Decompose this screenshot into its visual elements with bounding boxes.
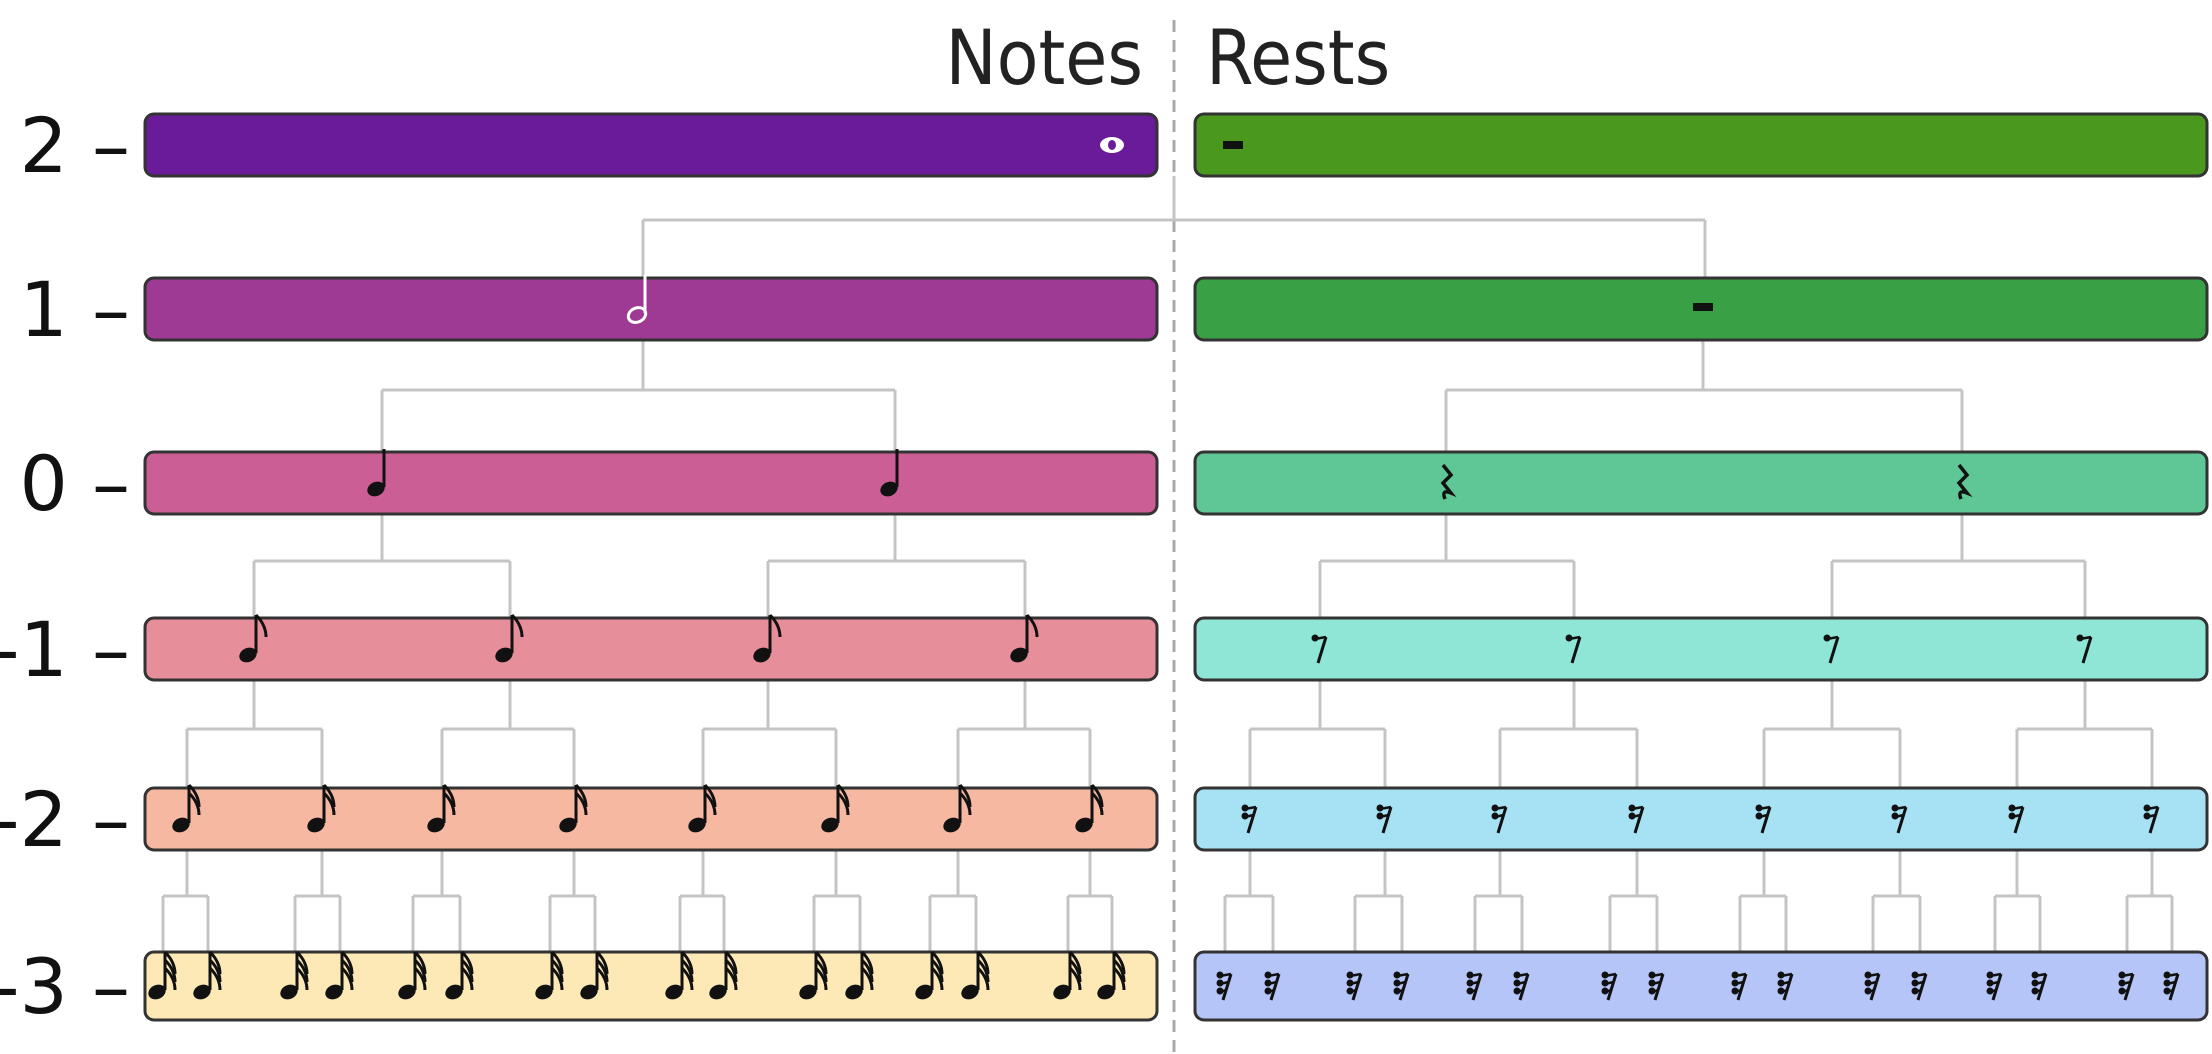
thirtysecond-rest-icon [2163, 971, 2180, 1001]
thirtysecond-note-icon [1053, 950, 1082, 1000]
rests-bar [1193, 950, 2209, 1022]
thirtysecond-rest-icon [1216, 971, 1233, 1001]
level-label: -2 – [0, 775, 130, 864]
level-row: 0 – [19, 439, 2209, 528]
sixteenth-note-icon [559, 783, 588, 833]
eighth-note-icon [239, 613, 268, 663]
thirtysecond-rest-icon [2031, 971, 2048, 1001]
level-row: -2 – [0, 775, 2209, 864]
thirtysecond-rest-icon [2118, 971, 2135, 1001]
thirtysecond-rest-icon [1648, 971, 1665, 1001]
thirtysecond-note-icon [799, 950, 828, 1000]
notes-bar [143, 950, 1159, 1022]
thirtysecond-rest-icon [1986, 971, 2003, 1001]
sixteenth-rest-icon [2143, 804, 2160, 834]
thirtysecond-rest-icon [1731, 971, 1748, 1001]
thirtysecond-note-icon [845, 950, 874, 1000]
level-label: 1 – [19, 265, 130, 354]
notes-header: Notes [946, 13, 1143, 102]
sixteenth-rest-icon [1491, 804, 1508, 834]
level-label: 0 – [19, 439, 130, 528]
eighth-rest-icon [1565, 634, 1582, 664]
thirtysecond-rest-icon [1393, 971, 1410, 1001]
rests-bar [1193, 616, 2209, 682]
level-label: -3 – [0, 942, 130, 1031]
quarter-note-icon [367, 449, 386, 497]
half-note-icon [626, 275, 648, 324]
thirtysecond-note-icon [398, 950, 427, 1000]
eighth-note-icon [753, 613, 782, 663]
thirtysecond-note-icon [193, 950, 222, 1000]
rests-bar [1193, 450, 2209, 516]
sixteenth-rest-icon [1241, 804, 1258, 834]
notes-bar [143, 450, 1159, 516]
sixteenth-note-icon [172, 783, 201, 833]
thirtysecond-note-icon [915, 950, 944, 1000]
thirtysecond-rest-icon [1346, 971, 1363, 1001]
thirtysecond-rest-icon [1911, 971, 1928, 1001]
sixteenth-rest-icon [1376, 804, 1393, 834]
tree-connectors [161, 176, 2174, 952]
thirtysecond-rest-icon [1777, 971, 1794, 1001]
thirtysecond-rest-icon [1513, 971, 1530, 1001]
thirtysecond-note-icon [709, 950, 738, 1000]
whole-note-icon [1100, 137, 1124, 153]
eighth-rest-icon [2076, 634, 2093, 664]
thirtysecond-note-icon [148, 950, 177, 1000]
notes-bar [143, 276, 1159, 342]
quarter-rest-icon [1440, 463, 1457, 500]
rests-header: Rests [1206, 13, 1390, 102]
level-row: -3 – [0, 942, 2209, 1031]
thirtysecond-rest-icon [1466, 971, 1483, 1001]
thirtysecond-note-icon [1097, 950, 1126, 1000]
sixteenth-note-icon [1075, 783, 1104, 833]
sixteenth-note-icon [307, 783, 336, 833]
thirtysecond-note-icon [580, 950, 609, 1000]
rests-bar [1193, 112, 2209, 178]
level-row: 1 – [19, 265, 2209, 354]
sixteenth-rest-icon [2008, 804, 2025, 834]
eighth-note-icon [495, 613, 524, 663]
sixteenth-note-icon [427, 783, 456, 833]
eighth-note-icon [1010, 613, 1039, 663]
level-label: -1 – [0, 605, 130, 694]
sixteenth-rest-icon [1755, 804, 1772, 834]
thirtysecond-rest-icon [1864, 971, 1881, 1001]
quarter-rest-icon [1956, 463, 1973, 500]
thirtysecond-note-icon [535, 950, 564, 1000]
level-row: -1 – [0, 605, 2209, 694]
half-rest-icon [1693, 303, 1713, 311]
notes-bar [143, 786, 1159, 852]
thirtysecond-rest-icon [1601, 971, 1618, 1001]
whole-rest-icon [1223, 141, 1243, 149]
thirtysecond-note-icon [665, 950, 694, 1000]
thirtysecond-note-icon [325, 950, 354, 1000]
thirtysecond-note-icon [961, 950, 990, 1000]
rests-bar [1193, 786, 2209, 852]
eighth-rest-icon [1311, 634, 1328, 664]
quarter-note-icon [880, 449, 899, 497]
notes-bar [143, 112, 1159, 178]
sixteenth-note-icon [688, 783, 717, 833]
notes-bar [143, 616, 1159, 682]
eighth-rest-icon [1823, 634, 1840, 664]
level-label: 2 – [19, 101, 130, 190]
thirtysecond-rest-icon [1264, 971, 1281, 1001]
level-row: 2 – [19, 101, 2209, 190]
level-rows: 2 – 1 – 0 – -1 – -2 – -3 – [0, 101, 2209, 1031]
sixteenth-note-icon [943, 783, 972, 833]
thirtysecond-note-icon [445, 950, 474, 1000]
sixteenth-rest-icon [1628, 804, 1645, 834]
sixteenth-note-icon [821, 783, 850, 833]
thirtysecond-note-icon [280, 950, 309, 1000]
sixteenth-rest-icon [1891, 804, 1908, 834]
